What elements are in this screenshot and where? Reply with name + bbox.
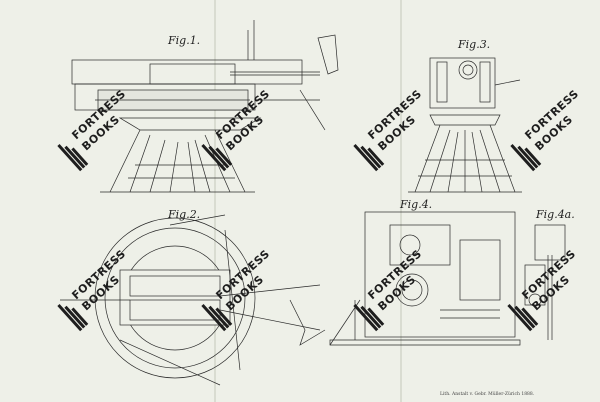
fig1-label: Fig.1.	[168, 34, 201, 47]
fold-line	[400, 0, 402, 402]
fig4-label: Fig.4.	[400, 198, 433, 211]
fold-line	[214, 0, 216, 402]
fig2-plan-view	[60, 214, 326, 386]
fig4a-detail	[524, 224, 566, 340]
lithograph-credit: Lith. Anstalt v. Gebr. Müller-Zürich 188…	[440, 392, 535, 397]
fig1-gun-side-elevation	[71, 20, 339, 193]
fig3-front-elevation	[408, 57, 522, 193]
fig3-label: Fig.3.	[458, 38, 491, 51]
fig4-section	[329, 211, 521, 346]
fig4a-label: Fig.4a.	[536, 208, 575, 221]
fig2-label: Fig.2.	[168, 208, 201, 221]
